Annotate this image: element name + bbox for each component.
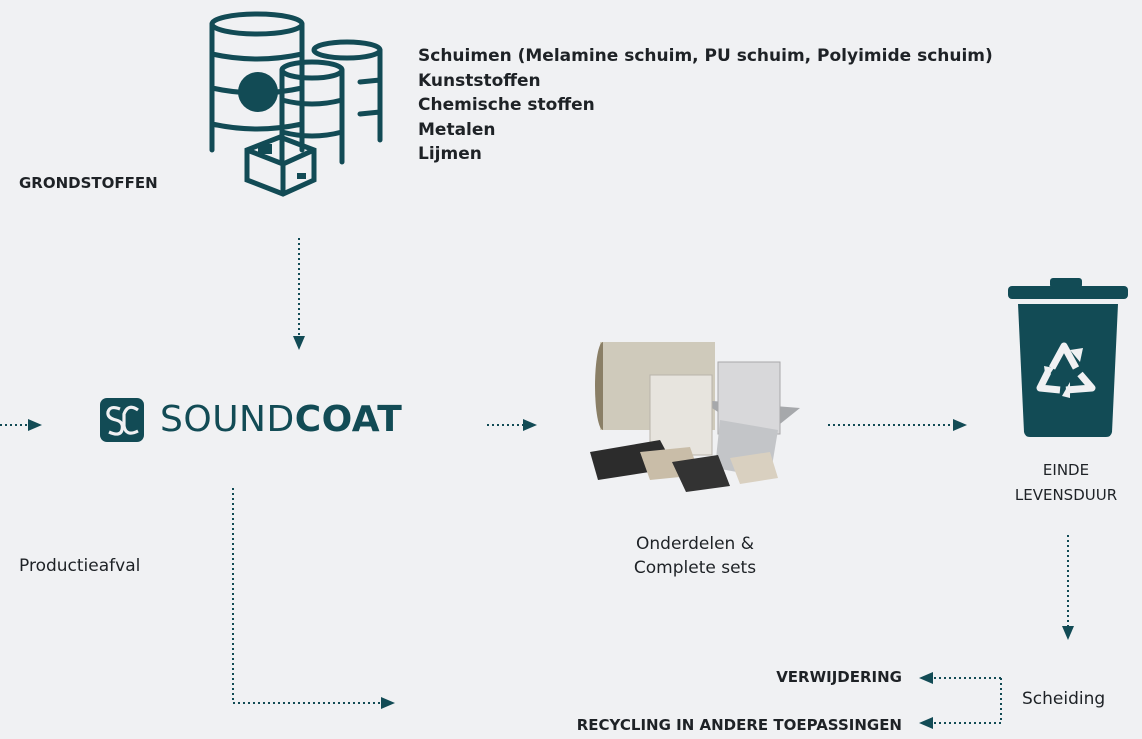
parts-photo <box>590 342 800 492</box>
brand-name: SOUNDCOAT <box>160 399 402 440</box>
sc-logo-mark <box>100 398 144 442</box>
separation-label: Scheiding <box>1022 689 1106 709</box>
parts-label: Onderdelen & Complete sets <box>590 532 800 580</box>
brand-name-bold: COAT <box>294 398 403 440</box>
arrow-heads <box>28 336 1074 729</box>
materials-list: Schuimen (Melamine schuim, PU schuim, Po… <box>418 44 993 167</box>
brand-name-light: SOUND <box>160 398 295 440</box>
recycle-bin-icon <box>1008 278 1128 437</box>
removal-label: VERWIJDERING <box>776 668 902 686</box>
raw-materials-label: GRONDSTOFFEN <box>19 174 158 192</box>
arrow-separation-to-recycling <box>932 678 1002 724</box>
recycling-label: RECYCLING IN ANDERE TOEPASSINGEN <box>576 716 902 734</box>
material-item: Schuimen (Melamine schuim, PU schuim, Po… <box>418 46 993 66</box>
parts-label-line2: Complete sets <box>633 558 757 578</box>
barrels-box-icon <box>209 11 383 197</box>
soundcoat-brand: SOUNDCOAT <box>152 395 402 443</box>
material-item: Lijmen <box>418 144 482 164</box>
material-item: Chemische stoffen <box>418 95 595 115</box>
material-item: Metalen <box>418 119 496 140</box>
parts-label-line1: Onderdelen & <box>636 534 754 554</box>
end-of-life-line2: LEVENSDUUR <box>1014 486 1118 504</box>
arrow-production-waste <box>232 488 383 704</box>
production-waste-label: Productieafval <box>19 556 141 576</box>
flow-arrows <box>0 238 1069 724</box>
end-of-life-label: EINDE LEVENSDUUR <box>1010 458 1122 508</box>
end-of-life-line1: EINDE <box>1042 461 1090 479</box>
material-item: Kunststoffen <box>418 70 541 91</box>
